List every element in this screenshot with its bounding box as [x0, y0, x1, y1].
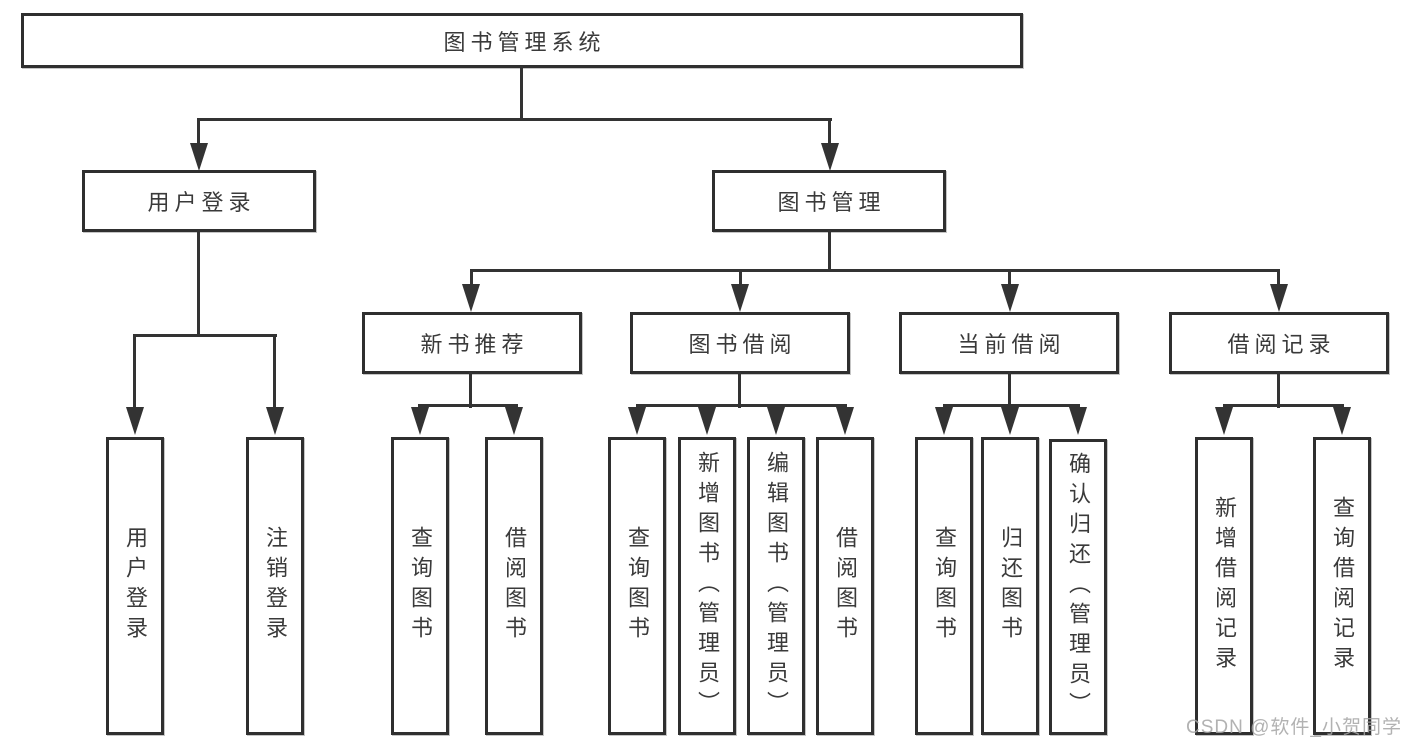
- node-book-borrow-label: 图书借阅: [688, 332, 797, 357]
- node-book-management: 图书管理: [712, 170, 946, 232]
- leaf-cb-query-books-label: 查询图书: [932, 526, 957, 646]
- leaf-br-add-record-label: 新增借阅记录: [1212, 496, 1237, 676]
- arrowhead-cb-confirm-icon: [1069, 407, 1087, 435]
- arrowhead-bb-borrow-icon: [836, 407, 854, 435]
- connector-to-current-borrow: [1008, 269, 1011, 288]
- connector-to-leaf-logout: [273, 334, 276, 409]
- connector-root-split: [197, 118, 832, 121]
- leaf-logout: 注销登录: [246, 437, 304, 735]
- connector-borrow-records-split: [1223, 404, 1344, 407]
- connector-book-borrow-split: [636, 404, 847, 407]
- arrowhead-bb-edit-icon: [767, 407, 785, 435]
- arrowhead-bb-query-icon: [628, 407, 646, 435]
- arrowhead-book-mgmt-icon: [821, 143, 839, 171]
- leaf-br-query-record: 查询借阅记录: [1313, 437, 1371, 735]
- node-new-book-recommend: 新书推荐: [362, 312, 582, 374]
- arrowhead-leaf-logout-icon: [266, 407, 284, 435]
- leaf-nbr-query-books-label: 查询图书: [408, 526, 433, 646]
- arrowhead-cb-return-icon: [1001, 407, 1019, 435]
- arrowhead-br-query-icon: [1333, 407, 1351, 435]
- connector-current-borrow-split: [943, 404, 1080, 407]
- leaf-nbr-borrow-books-label: 借阅图书: [502, 526, 527, 646]
- leaf-cb-query-books: 查询图书: [915, 437, 973, 735]
- arrowhead-current-borrow-icon: [1001, 284, 1019, 312]
- connector-to-book-mgmt: [828, 118, 831, 146]
- node-current-borrow-label: 当前借阅: [957, 332, 1066, 357]
- connector-current-borrow-stem: [1008, 372, 1011, 408]
- leaf-bb-query-books-label: 查询图书: [625, 526, 650, 646]
- node-user-login: 用户登录: [82, 170, 316, 232]
- leaf-cb-confirm-return-admin-label: 确认归还（管理员）: [1066, 452, 1091, 722]
- node-borrow-records: 借阅记录: [1169, 312, 1389, 374]
- node-user-login-label: 用户登录: [147, 190, 256, 215]
- connector-to-new-book-rec: [470, 269, 473, 288]
- connector-to-borrow-records: [1277, 269, 1280, 288]
- connector-borrow-records-stem: [1277, 372, 1280, 408]
- connector-book-mgmt-split: [470, 269, 1280, 272]
- node-book-borrow: 图书借阅: [630, 312, 850, 374]
- arrowhead-leaf-user-login-icon: [126, 407, 144, 435]
- arrowhead-book-borrow-icon: [731, 284, 749, 312]
- leaf-bb-edit-books-admin-label: 编辑图书（管理员）: [764, 451, 789, 721]
- leaf-user-login-label: 用户登录: [123, 526, 148, 646]
- node-new-book-recommend-label: 新书推荐: [420, 332, 529, 357]
- leaf-logout-label: 注销登录: [263, 526, 288, 646]
- node-borrow-records-label: 借阅记录: [1227, 332, 1336, 357]
- leaf-bb-borrow-books: 借阅图书: [816, 437, 874, 735]
- connector-book-borrow-stem: [738, 372, 741, 408]
- leaf-cb-return-books-label: 归还图书: [998, 526, 1023, 646]
- leaf-bb-edit-books-admin: 编辑图书（管理员）: [747, 437, 805, 735]
- arrowhead-br-add-icon: [1215, 407, 1233, 435]
- csdn-watermark: CSDN @软件_小贺同学: [1186, 717, 1402, 738]
- arrowhead-borrow-records-icon: [1270, 284, 1288, 312]
- leaf-bb-add-books-admin: 新增图书（管理员）: [678, 437, 736, 735]
- connector-new-book-rec-split: [418, 404, 518, 407]
- node-library-system-label: 图书管理系统: [443, 29, 606, 55]
- connector-user-login-stem: [197, 230, 200, 337]
- leaf-cb-confirm-return-admin: 确认归还（管理员）: [1049, 439, 1107, 735]
- arrowhead-user-login-icon: [190, 143, 208, 171]
- leaf-bb-borrow-books-label: 借阅图书: [833, 526, 858, 646]
- arrowhead-nbr-borrow-icon: [505, 407, 523, 435]
- leaf-nbr-borrow-books: 借阅图书: [485, 437, 543, 735]
- node-library-system: 图书管理系统: [21, 13, 1023, 68]
- node-current-borrow: 当前借阅: [899, 312, 1119, 374]
- node-book-management-label: 图书管理: [777, 190, 886, 215]
- leaf-cb-return-books: 归还图书: [981, 437, 1039, 735]
- connector-user-login-split: [133, 334, 277, 337]
- leaf-bb-query-books: 查询图书: [608, 437, 666, 735]
- arrowhead-new-book-rec-icon: [462, 284, 480, 312]
- connector-to-leaf-user-login: [133, 334, 136, 409]
- leaf-br-add-record: 新增借阅记录: [1195, 437, 1253, 735]
- connector-root-stem: [520, 66, 523, 118]
- connector-to-book-borrow: [739, 269, 742, 288]
- arrowhead-nbr-query-icon: [411, 407, 429, 435]
- leaf-bb-add-books-admin-label: 新增图书（管理员）: [695, 451, 720, 721]
- arrowhead-bb-add-icon: [698, 407, 716, 435]
- connector-book-mgmt-stem: [828, 230, 831, 272]
- leaf-user-login: 用户登录: [106, 437, 164, 735]
- leaf-br-query-record-label: 查询借阅记录: [1330, 496, 1355, 676]
- leaf-nbr-query-books: 查询图书: [391, 437, 449, 735]
- arrowhead-cb-query-icon: [935, 407, 953, 435]
- connector-to-user-login: [197, 118, 200, 146]
- connector-new-book-rec-stem: [469, 372, 472, 408]
